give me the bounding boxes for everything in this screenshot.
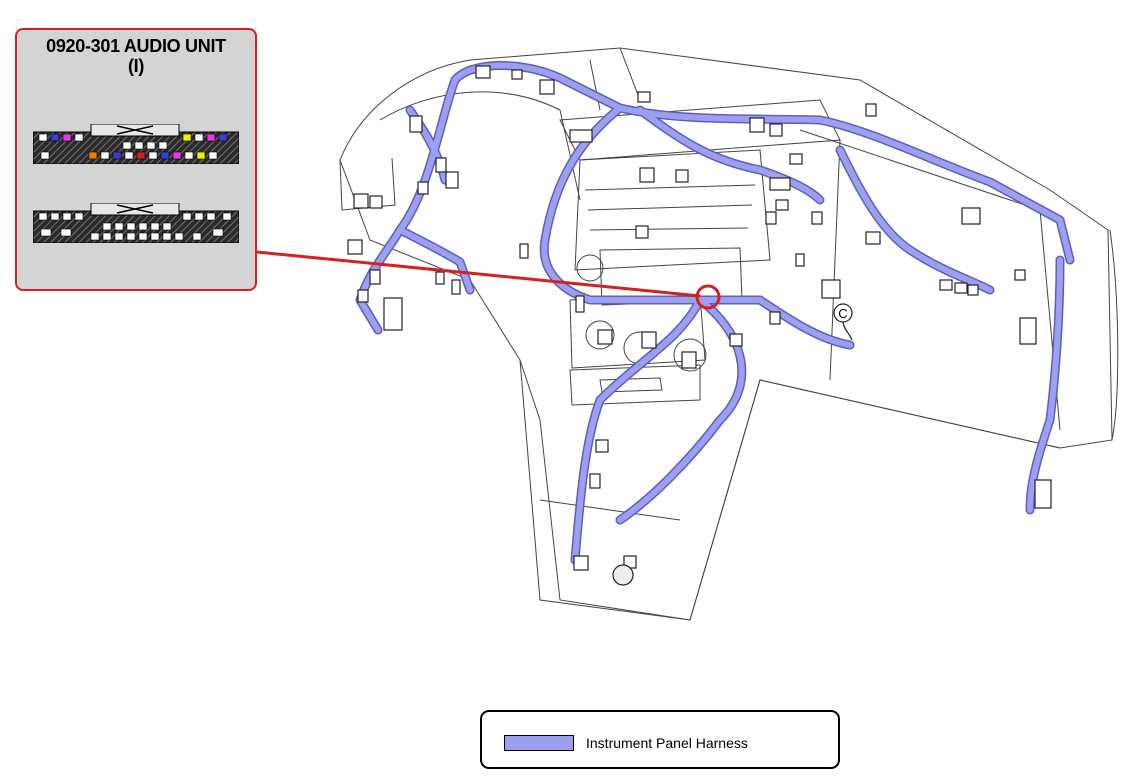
legend-swatch-harness <box>504 735 574 751</box>
legend: Instrument Panel Harness <box>480 710 840 769</box>
callout-title-line2: (I) <box>127 56 145 76</box>
audio-unit-connector-callout: 0920-301 AUDIO UNIT (I) <box>15 28 257 291</box>
callout-title: 0920-301 AUDIO UNIT (I) <box>17 36 255 76</box>
connector-face-lower <box>33 203 239 243</box>
footwell-component <box>612 564 634 586</box>
connector-face-upper <box>33 124 239 164</box>
legend-label: Instrument Panel Harness <box>586 735 748 751</box>
ground-point: C <box>833 303 853 341</box>
harness-connectors <box>347 65 1052 571</box>
callout-title-line1: 0920-301 AUDIO UNIT <box>46 36 226 56</box>
ground-point-label: C <box>838 306 847 321</box>
callout-leader-line <box>256 250 701 298</box>
audio-unit-location-marker <box>695 284 721 310</box>
